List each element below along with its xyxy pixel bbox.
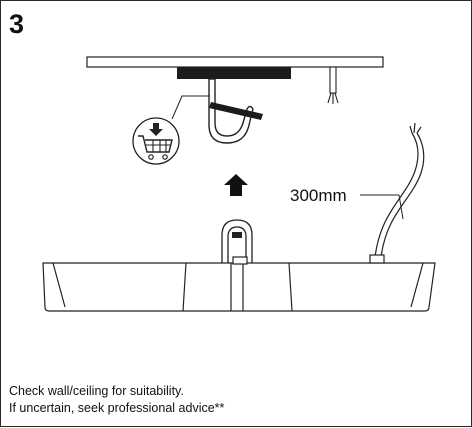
hook-bracket — [208, 78, 254, 144]
measure-leader-2 — [398, 194, 404, 220]
cable-length-label: 300mm — [290, 186, 347, 205]
hook-bar — [209, 102, 263, 120]
leader-line — [171, 95, 210, 120]
shopping-cart-download-icon — [132, 117, 180, 165]
step-number: 3 — [9, 9, 25, 39]
caption-line-1: Check wall/ceiling for suitability. — [9, 384, 184, 398]
caption-line-2: If uncertain, seek professional advice** — [9, 401, 225, 415]
arrow-up-icon — [224, 174, 248, 196]
light-fixture — [42, 254, 436, 312]
fixture-loop — [221, 219, 253, 263]
safety-caption: Check wall/ceiling for suitability. If u… — [9, 383, 224, 417]
mains-wires — [327, 66, 339, 104]
ceiling-plate — [86, 56, 384, 79]
flex-cable — [374, 122, 425, 258]
